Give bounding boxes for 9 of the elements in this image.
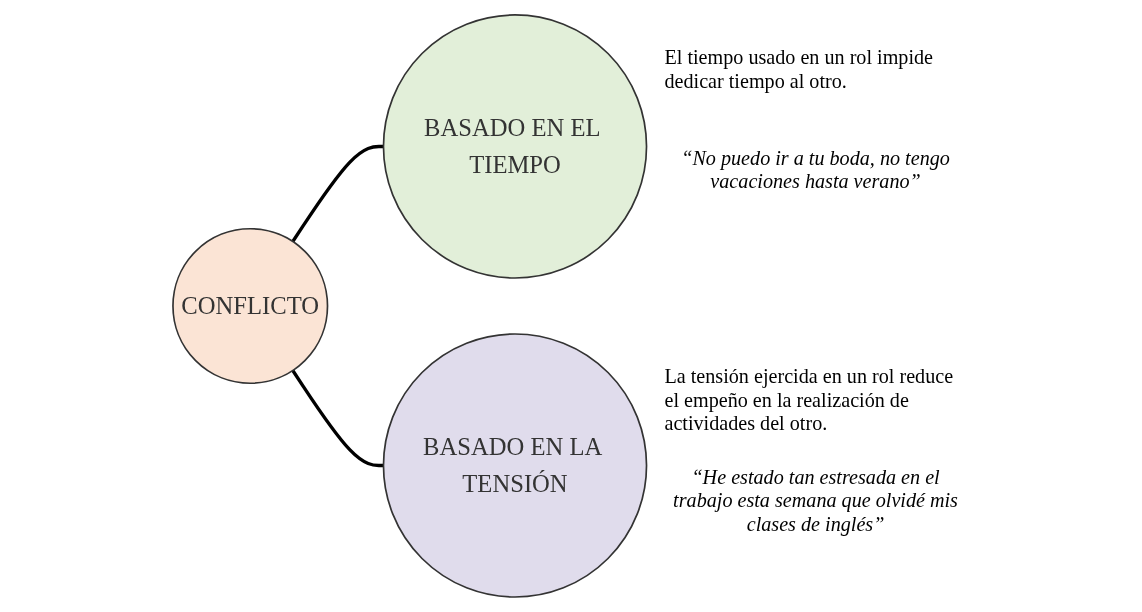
description-text: La tensión ejercida en un rol reduce el empeño en la realización de actividades del otro. (664, 364, 955, 436)
connector (291, 144, 384, 243)
node-circle: BASADO EN EL TIEMPO (382, 14, 648, 279)
quote-text: “No puedo ir a tu boda, no tengo vacaciones hasta verano” (680, 146, 951, 194)
node-circle: BASADO EN LA TENSIÓN (382, 333, 648, 598)
quote-text: “He estado tan estresada en el trabajo esta semana que olvidé mis clases de inglés” (672, 465, 960, 536)
connector (291, 369, 384, 468)
description-text: El tiempo usado en un rol impide dedicar tiempo al otro. (664, 45, 935, 93)
node-circle: CONFLICTO (172, 227, 329, 385)
